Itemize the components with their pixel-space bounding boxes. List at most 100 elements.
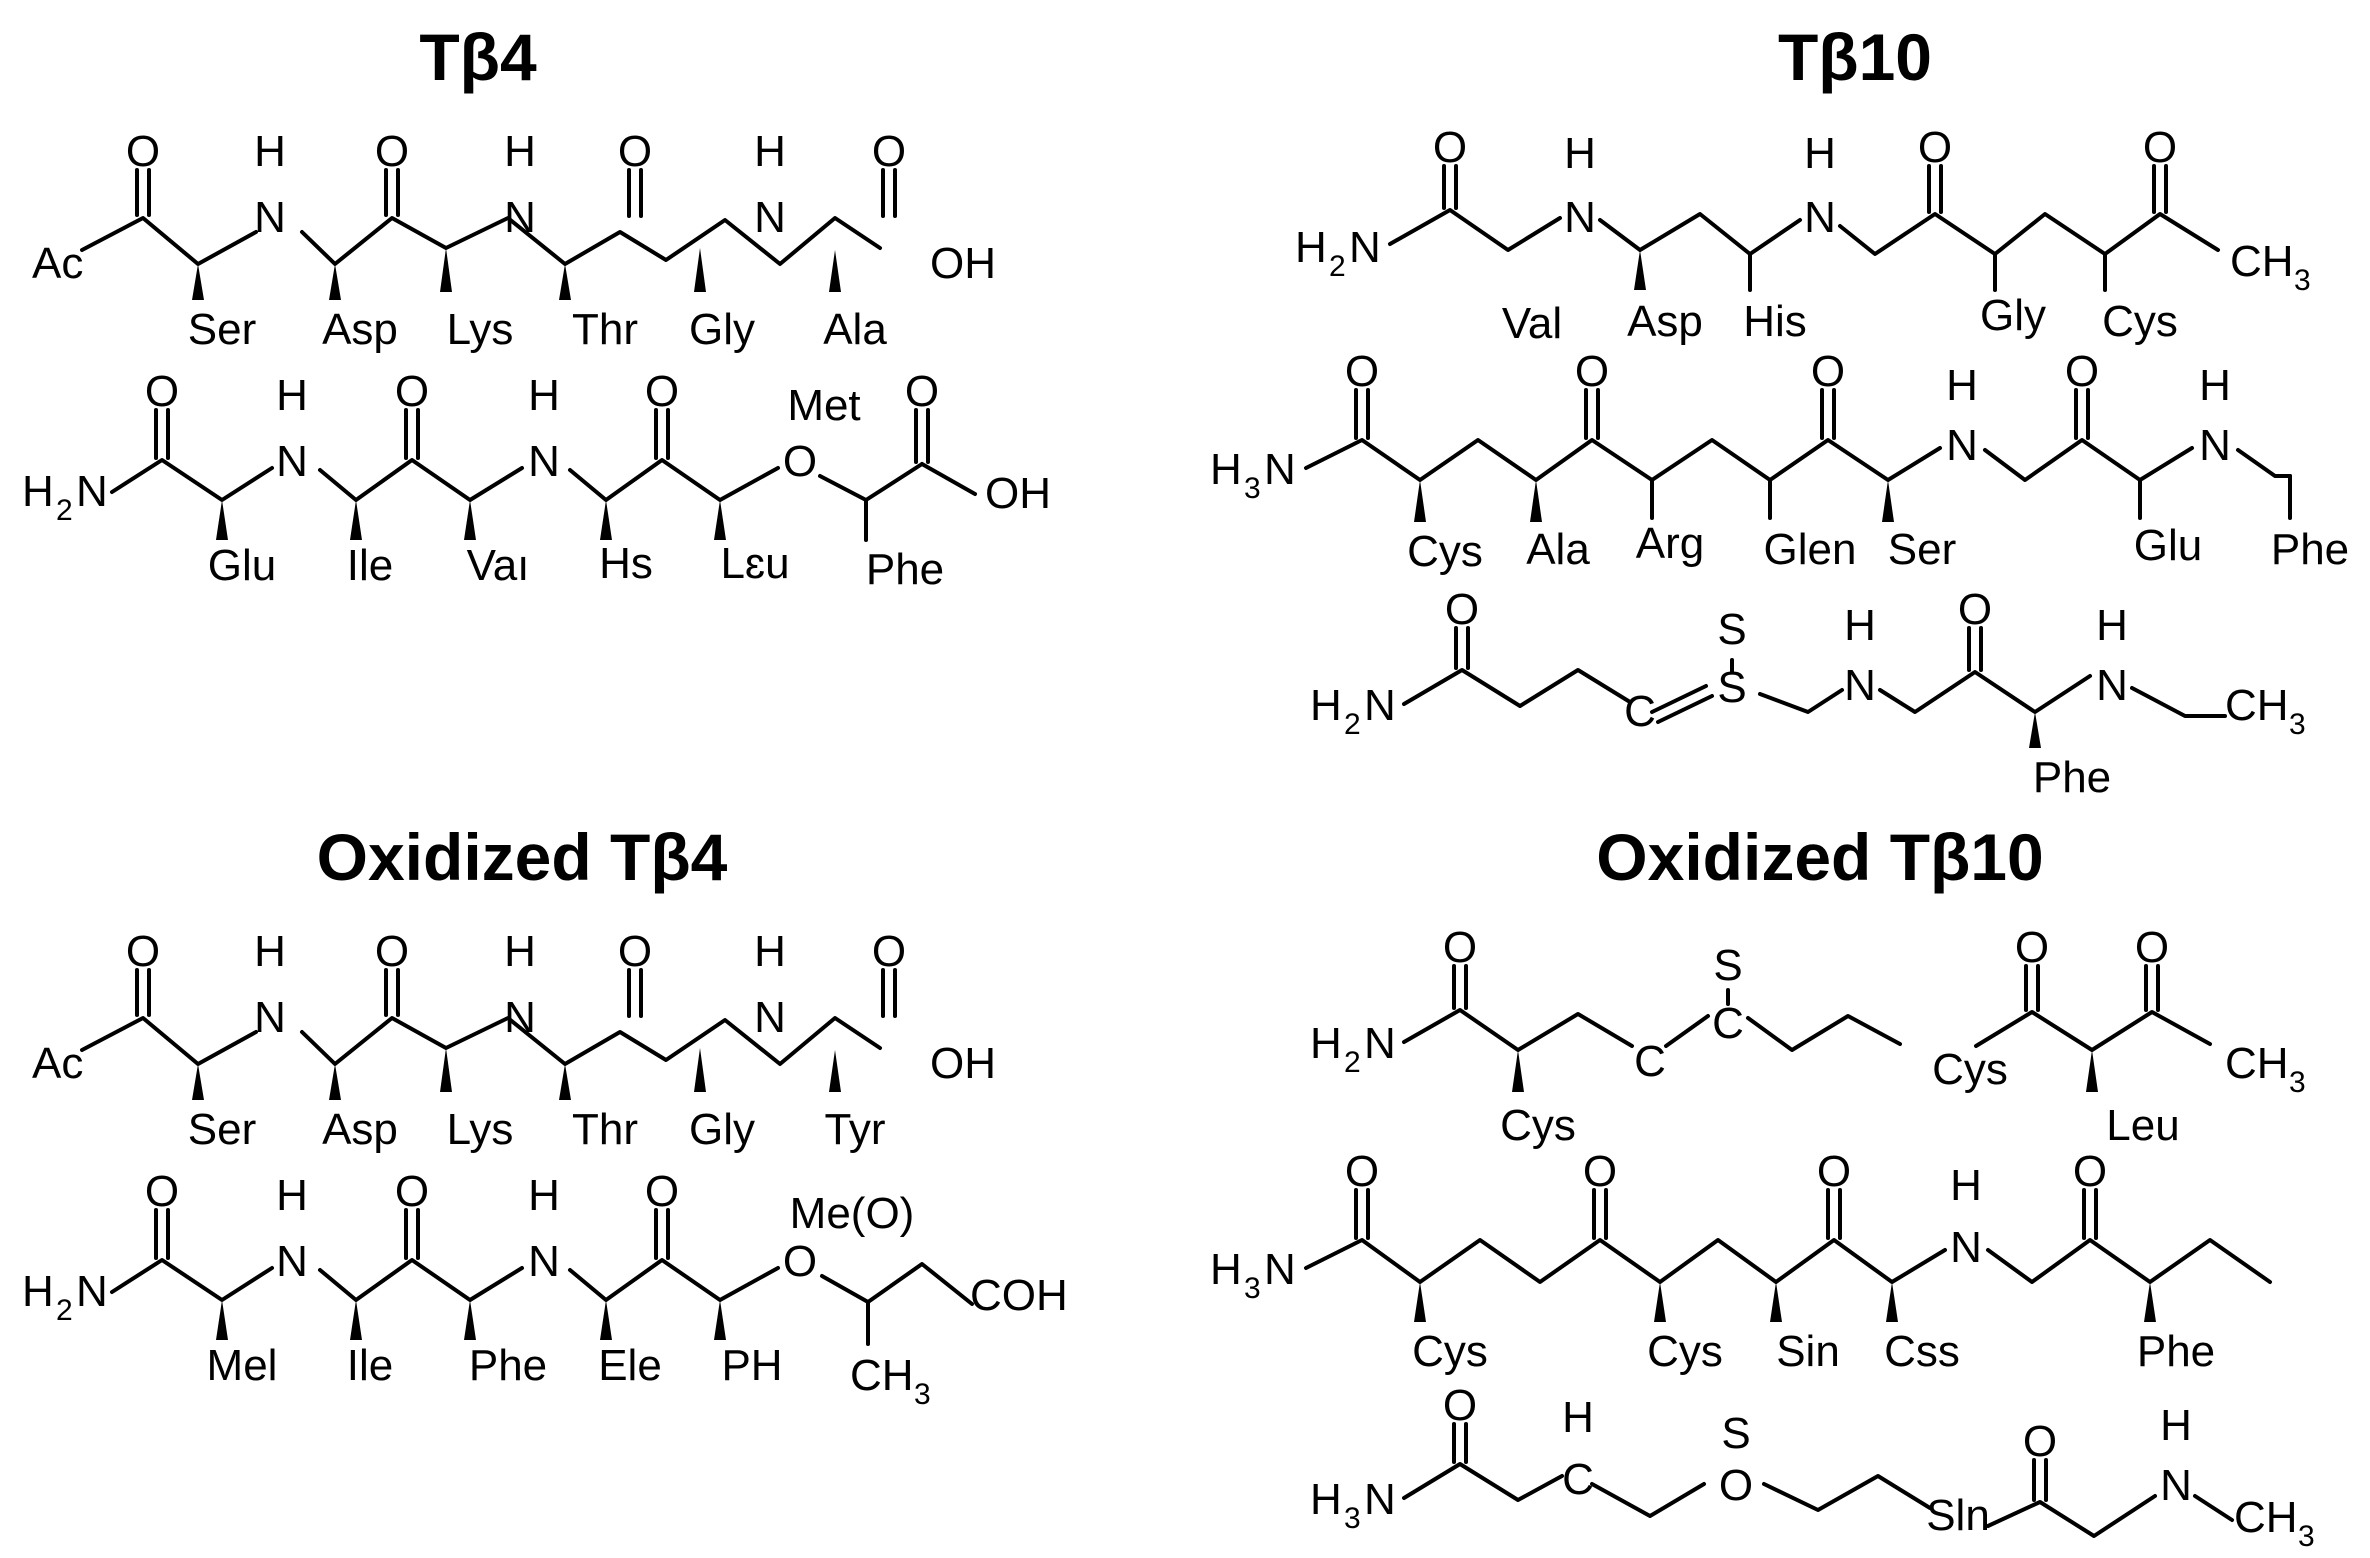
- carbonyl-o: O: [2023, 1417, 2057, 1466]
- residue-label: Phe: [2137, 1327, 2215, 1376]
- amide-n: N: [528, 437, 560, 486]
- backbone-bond: [2236, 448, 2292, 478]
- amide-h: H: [504, 927, 536, 976]
- ox-tb10-row2-chain: H 3 N O O O O H N Cys Cys Sin Css Phe: [1210, 1147, 2272, 1376]
- backbone-bond: [318, 458, 524, 502]
- amide-n: N: [754, 193, 786, 242]
- residue-label: Lys: [447, 1105, 514, 1154]
- stereo-wedge: [350, 500, 362, 540]
- stereo-wedge: [329, 264, 341, 300]
- carbonyl-o: O: [1918, 123, 1952, 172]
- carbonyl-o: O: [618, 127, 652, 176]
- residue-label: Ser: [188, 1105, 256, 1154]
- amide-h: H: [1950, 1161, 1982, 1210]
- residue-label: Cys: [1647, 1327, 1723, 1376]
- backbone-bond: [1402, 1008, 1634, 1052]
- residue-label: Ile: [347, 541, 393, 590]
- residue-label: Gly: [689, 1105, 755, 1154]
- backbone-bond: [1304, 1238, 1947, 1284]
- carbonyl-o: O: [1433, 123, 1467, 172]
- backbone-bond: [1598, 212, 1802, 256]
- stereo-wedge: [694, 1048, 706, 1092]
- backbone-bond: [318, 1258, 524, 1302]
- backbone-bond: [820, 1262, 974, 1306]
- met-o: O: [783, 437, 817, 486]
- residue-label: Cys: [1932, 1045, 2008, 1094]
- amide-h: H: [754, 927, 786, 976]
- amide-n: N: [276, 437, 308, 486]
- carbonyl-o: O: [1443, 1381, 1477, 1430]
- subscript-3: 3: [1244, 1272, 1261, 1305]
- stereo-wedge: [192, 1064, 204, 1100]
- stereo-wedge: [440, 1048, 452, 1092]
- stereo-wedge: [829, 250, 841, 292]
- ch-label: CH: [2225, 681, 2289, 730]
- backbone-bond: [920, 462, 977, 496]
- h-label: H: [1210, 1245, 1242, 1294]
- o-label: O: [1719, 1461, 1753, 1510]
- backbone-bond: [1590, 1482, 1706, 1518]
- carbonyl-o: O: [375, 927, 409, 976]
- amide-h: H: [1946, 361, 1978, 410]
- carbonyl-o: O: [1583, 1147, 1617, 1196]
- stereo-wedge: [216, 1300, 228, 1340]
- amide-h: H: [1804, 129, 1836, 178]
- h-label: H: [1310, 681, 1342, 730]
- carbonyl-o: O: [872, 927, 906, 976]
- stereo-wedge: [2029, 712, 2041, 748]
- amide-h: H: [2160, 1401, 2192, 1450]
- subscript-3: 3: [1244, 472, 1261, 505]
- backbone-bond: [80, 1016, 258, 1066]
- carbonyl-o: O: [872, 127, 906, 176]
- ac-label: Ac: [32, 239, 83, 288]
- ch-label: CH: [2225, 1039, 2289, 1088]
- met-label: Met: [787, 381, 860, 430]
- residue-label: Asp: [322, 1105, 398, 1154]
- carbonyl-o: O: [375, 127, 409, 176]
- residue-label: Val: [1502, 299, 1562, 348]
- stereo-wedge: [1634, 250, 1646, 290]
- terminal-coh: COH: [970, 1271, 1068, 1320]
- backbone-bond: [1402, 1462, 1564, 1502]
- stereo-wedge: [829, 1050, 841, 1092]
- stereo-wedge: [600, 1300, 612, 1340]
- stereo-wedge: [464, 1300, 476, 1340]
- c-label: C: [1562, 1455, 1594, 1504]
- residue-label: Ser: [188, 305, 256, 354]
- amide-n: N: [1564, 193, 1596, 242]
- stereo-wedge: [464, 500, 476, 540]
- tb10-row2-chain: H 3 N O O O O H N H N Cys Ala Arg Glen S…: [1210, 347, 2349, 576]
- amide-h: H: [1564, 129, 1596, 178]
- carbonyl-o: O: [145, 1167, 179, 1216]
- backbone-bond: [110, 458, 274, 502]
- residue-label: Phe: [2033, 753, 2111, 802]
- ac-label: Ac: [32, 1039, 83, 1088]
- subscript-3: 3: [2298, 1520, 2315, 1553]
- ox-tb10-row1-chain: H 2 N O O O C S C CH 3 Cys Cys Leu: [1310, 923, 2306, 1150]
- backbone-bond: [1986, 1494, 2157, 1538]
- carbonyl-o: O: [2135, 923, 2169, 972]
- terminal-oh: OH: [930, 1039, 996, 1088]
- stereo-wedge: [2086, 1050, 2098, 1092]
- subscript-2: 2: [1329, 250, 1346, 283]
- methionine-sulfoxide-label: Me(O): [790, 1189, 915, 1238]
- residue-label: Phe: [469, 1341, 547, 1390]
- carbonyl-o: O: [1958, 585, 1992, 634]
- carbonyl-o: O: [126, 927, 160, 976]
- stereo-wedge: [714, 1300, 726, 1340]
- tb10-row1-chain: H 2 N O O O H N H N CH 3 Val Asp His Gly…: [1295, 123, 2311, 348]
- h-label: H: [22, 467, 54, 516]
- carbonyl-o: O: [1345, 1147, 1379, 1196]
- title-oxidized-tb10: Oxidized Tβ10: [1596, 820, 2043, 894]
- residue-label: Cys: [2102, 297, 2178, 346]
- carbonyl-o: O: [2143, 123, 2177, 172]
- carbonyl-o: O: [1345, 347, 1379, 396]
- backbone-bond: [80, 216, 258, 266]
- residue-label: Hs: [599, 539, 653, 588]
- stereo-wedge: [1414, 1282, 1426, 1322]
- residue-label: Css: [1884, 1327, 1960, 1376]
- residue-label: Thr: [572, 305, 638, 354]
- ox-tb10-row3-chain: H 3 N O O H C S O Sln H N CH 3: [1310, 1381, 2315, 1553]
- c-label: C: [1634, 1037, 1666, 1086]
- carbonyl-o: O: [395, 1167, 429, 1216]
